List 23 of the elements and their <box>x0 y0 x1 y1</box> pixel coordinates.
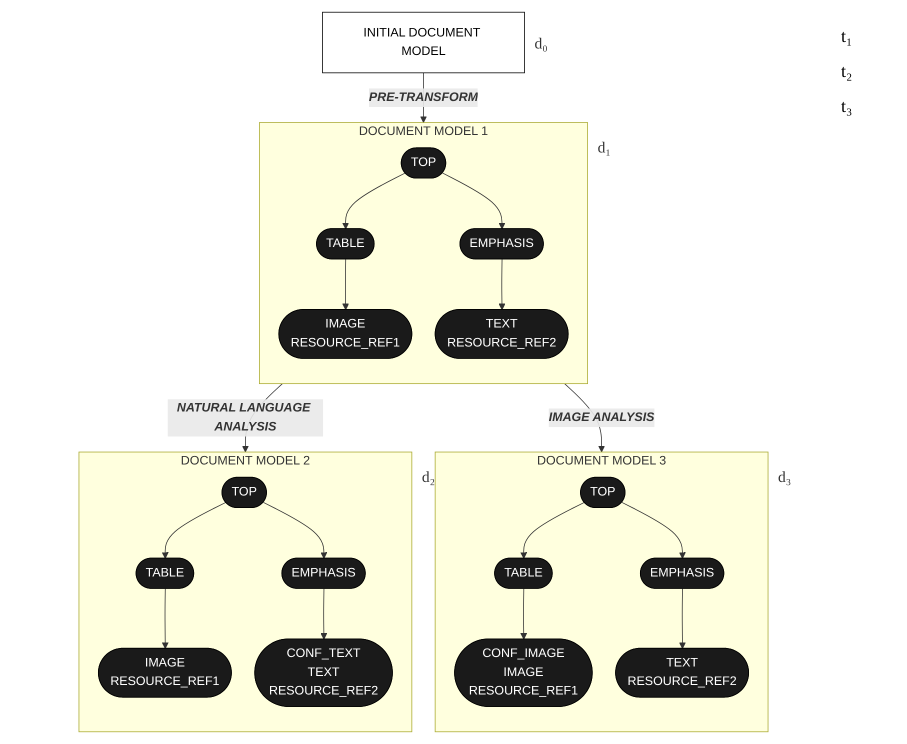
arrow <box>320 588 328 640</box>
edge-label: PRE-TRANSFORM <box>368 90 478 104</box>
arrow <box>342 258 350 310</box>
edge-label: NATURAL LANGUAGE ANALYSIS <box>176 402 310 434</box>
transform-label: t₂ <box>841 61 854 82</box>
arrow <box>162 588 169 649</box>
state-label: d₁ <box>598 140 611 157</box>
transform-label: t₁ <box>841 26 854 47</box>
arrow <box>520 502 585 559</box>
arrow <box>498 258 506 310</box>
node-box: INITIAL DOCUMENT MODEL <box>322 12 525 74</box>
state-label: d₂ <box>422 469 436 486</box>
state-label: d₀ <box>534 36 548 53</box>
arrow <box>442 172 506 230</box>
state-label: d₃ <box>778 469 792 486</box>
arrow <box>263 502 328 559</box>
arrow <box>622 502 686 559</box>
transform-label: t₃ <box>841 96 854 117</box>
arrow <box>342 172 406 230</box>
arrow <box>162 502 226 559</box>
arrow <box>520 588 528 640</box>
arrow <box>679 588 686 649</box>
edge-label: IMAGE ANALYSIS <box>548 410 654 424</box>
